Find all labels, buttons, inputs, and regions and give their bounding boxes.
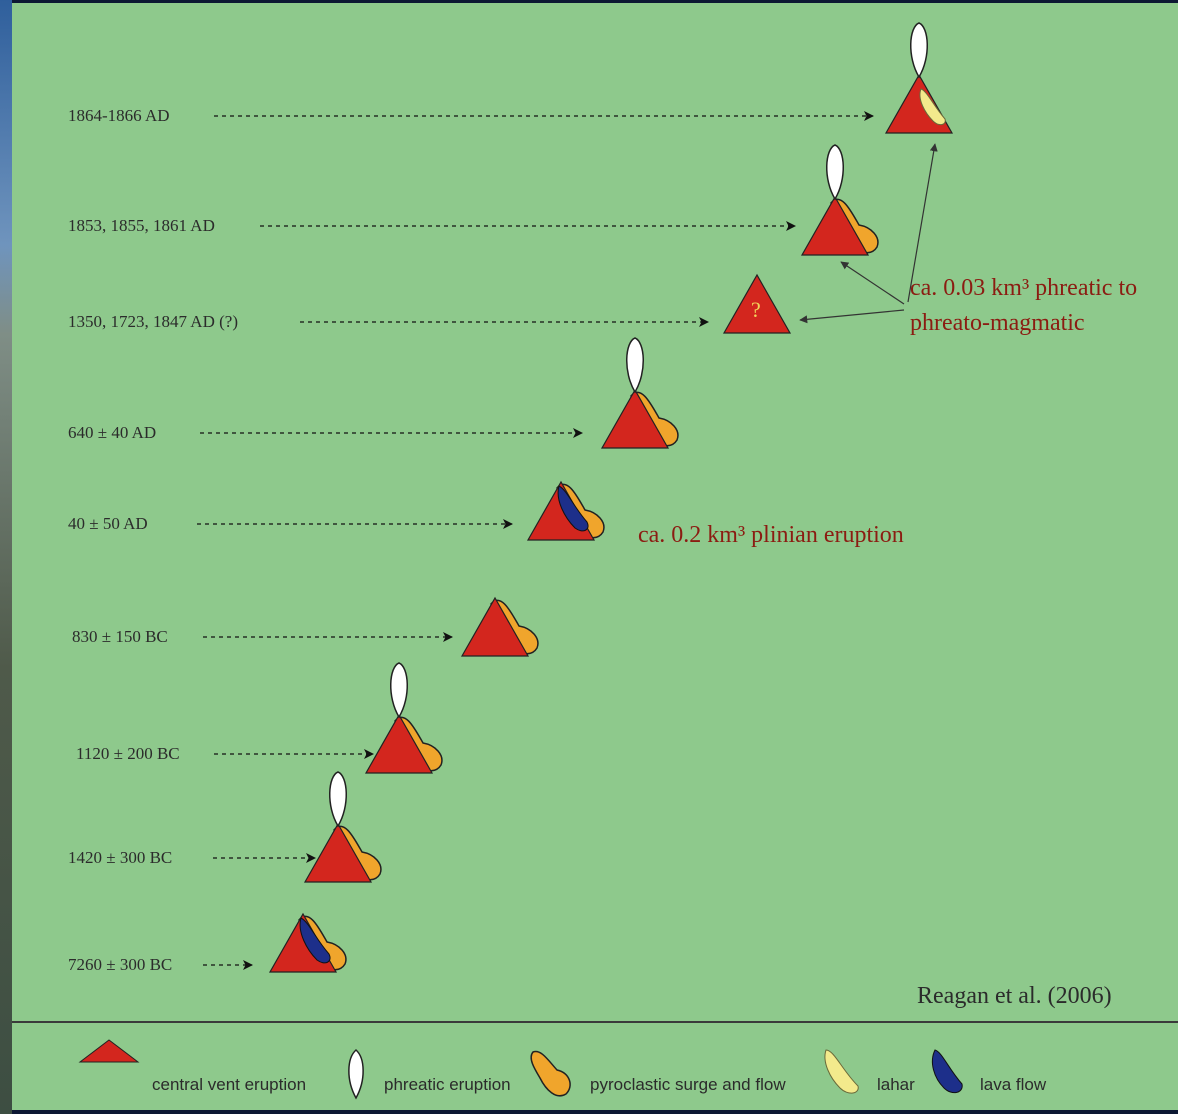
lava-flow-icon xyxy=(557,485,589,532)
central-vent-triangle-icon xyxy=(460,596,530,657)
lava-flow-icon xyxy=(931,1049,963,1094)
annotation-arrow-1864 xyxy=(907,143,938,303)
eruption-rows: 1864-1866 AD 1853, 1855, 1861 AD 1350, 172… xyxy=(68,22,954,974)
eruption-date-label: 1350, 1723, 1847 AD (?) xyxy=(68,312,238,331)
central-vent-triangle-icon xyxy=(600,388,670,449)
lahar-icon xyxy=(824,1049,859,1094)
panel-background xyxy=(12,0,1178,1114)
eruption-date-label: 1120 ± 200 BC xyxy=(76,744,180,763)
legend-item-phreatic: phreatic eruption xyxy=(348,1048,511,1100)
question-mark: ? xyxy=(751,297,761,322)
eruption-date-label: 1420 ± 300 BC xyxy=(68,848,172,867)
eruption-date-label: 40 ± 50 AD xyxy=(68,514,148,533)
eruption-row: 1864-1866 AD xyxy=(68,22,954,134)
eruption-row: 1420 ± 300 BC xyxy=(68,771,382,883)
eruption-date-label: 1853, 1855, 1861 AD xyxy=(68,216,215,235)
eruption-date-label: 7260 ± 300 BC xyxy=(68,955,172,974)
lahar-icon xyxy=(919,88,946,126)
background-photo-strip xyxy=(0,0,12,1114)
phreatic-plume-icon xyxy=(329,771,347,828)
triangle-icon xyxy=(78,1039,140,1063)
annotation-arrow-1853 xyxy=(840,261,905,305)
central-vent-triangle-icon xyxy=(303,822,373,883)
central-vent-triangle-icon xyxy=(364,713,434,774)
plinian-annotation: ca. 0.2 km³ plinian eruption xyxy=(638,522,904,548)
eruption-row: 40 ± 50 AD xyxy=(68,480,605,541)
central-vent-triangle-icon xyxy=(800,195,870,256)
legend-label-lahar: lahar xyxy=(877,1075,915,1094)
phreatic-plume-icon xyxy=(826,144,844,201)
phreatic-plume-icon xyxy=(910,22,928,79)
eruption-date-label: 1864-1866 AD xyxy=(68,106,170,125)
legend-label-central-vent: central vent eruption xyxy=(152,1075,306,1094)
legend-item-pyroclastic: pyroclastic surge and flow xyxy=(530,1050,786,1097)
eruption-row: 640 ± 40 AD xyxy=(68,337,679,449)
eruption-row: 1120 ± 200 BC xyxy=(76,662,443,774)
diagram-panel: 1864-1866 AD 1853, 1855, 1861 AD 1350, 172… xyxy=(12,0,1178,1114)
central-vent-triangle-icon xyxy=(722,273,792,334)
lava-flow-icon xyxy=(299,917,331,964)
eruption-row: 1350, 1723, 1847 AD (?)? xyxy=(68,273,792,334)
phreatic-plume-icon xyxy=(390,662,408,719)
phreatic-annotation-line2: phreato-magmatic xyxy=(910,310,1085,336)
legend-label-phreatic: phreatic eruption xyxy=(384,1075,511,1094)
legend-label-pyroclastic: pyroclastic surge and flow xyxy=(590,1075,786,1094)
phreatic-annotation-line1: ca. 0.03 km³ phreatic to xyxy=(910,275,1137,301)
eruption-history-diagram: 1864-1866 AD 1853, 1855, 1861 AD 1350, 172… xyxy=(12,0,1178,1114)
legend-item-central-vent: central vent eruption xyxy=(78,1039,306,1094)
source-credit: Reagan et al. (2006) xyxy=(917,983,1112,1009)
eruption-date-label: 830 ± 150 BC xyxy=(72,627,168,646)
phreatic-plume-icon xyxy=(348,1048,364,1100)
legend-label-lava: lava flow xyxy=(980,1075,1047,1094)
pyroclastic-flow-icon xyxy=(530,1050,571,1097)
legend: central vent eruption phreatic eruption … xyxy=(78,1039,1047,1100)
annotation-arrow-1350 xyxy=(799,309,905,324)
eruption-row: 830 ± 150 BC xyxy=(72,596,539,657)
eruption-row: 7260 ± 300 BC xyxy=(68,912,347,974)
eruption-date-label: 640 ± 40 AD xyxy=(68,423,156,442)
legend-item-lava: lava flow xyxy=(931,1049,1047,1094)
eruption-row: 1853, 1855, 1861 AD xyxy=(68,144,879,256)
phreatic-plume-icon xyxy=(626,337,644,394)
phreatic-annotation: ca. 0.03 km³ phreatic to phreato-magmati… xyxy=(799,143,1137,336)
legend-item-lahar: lahar xyxy=(824,1049,915,1094)
